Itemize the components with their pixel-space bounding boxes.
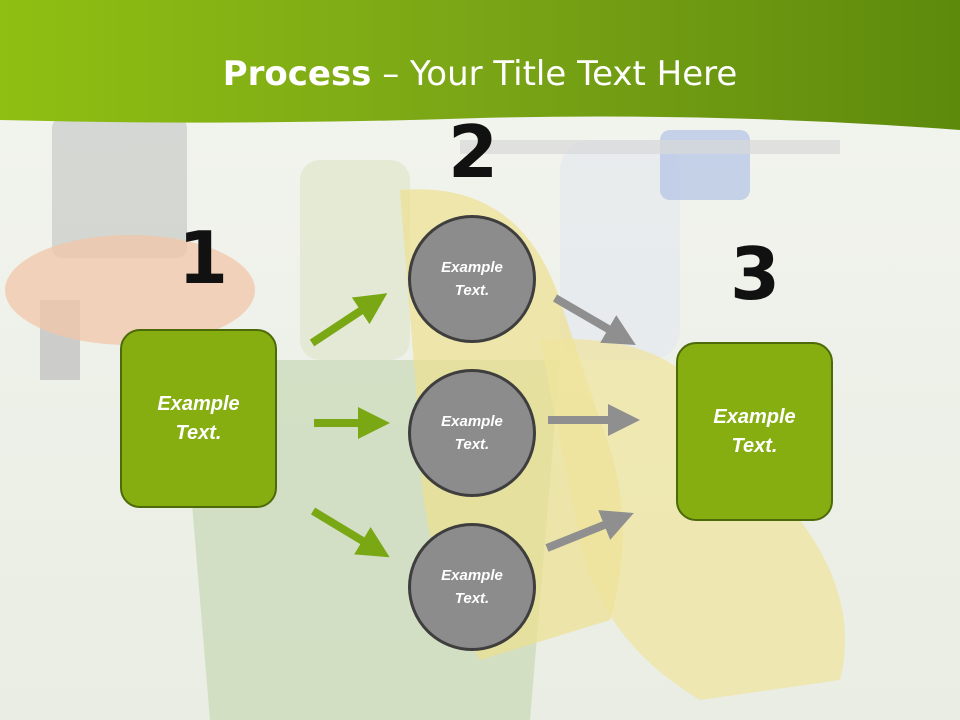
circle-middle: Example Text. <box>408 369 536 497</box>
process-box-right-text: Example Text. <box>713 405 796 457</box>
circle-top-text: Example Text. <box>441 258 503 299</box>
process-box-left-text: Example Text. <box>157 392 240 444</box>
page-title: Process – Your Title Text Here <box>0 54 960 94</box>
arrow-bottom-to-right <box>545 510 634 552</box>
circle-bottom: Example Text. <box>408 523 536 651</box>
title-bold: Process <box>222 54 372 94</box>
step-number-3: 3 <box>730 232 781 316</box>
process-box-left: Example Text. <box>120 329 277 508</box>
arrow-left-to-bottom <box>310 507 390 558</box>
circle-middle-text: Example Text. <box>441 412 503 453</box>
step-number-2: 2 <box>448 110 499 194</box>
arrow-top-to-right <box>552 294 636 346</box>
title-rest: – Your Title Text Here <box>371 54 738 94</box>
arrow-left-to-top <box>309 293 388 347</box>
process-box-right: Example Text. <box>676 342 833 521</box>
circle-top: Example Text. <box>408 215 536 343</box>
circle-bottom-text: Example Text. <box>441 566 503 607</box>
step-number-1: 1 <box>178 216 229 300</box>
